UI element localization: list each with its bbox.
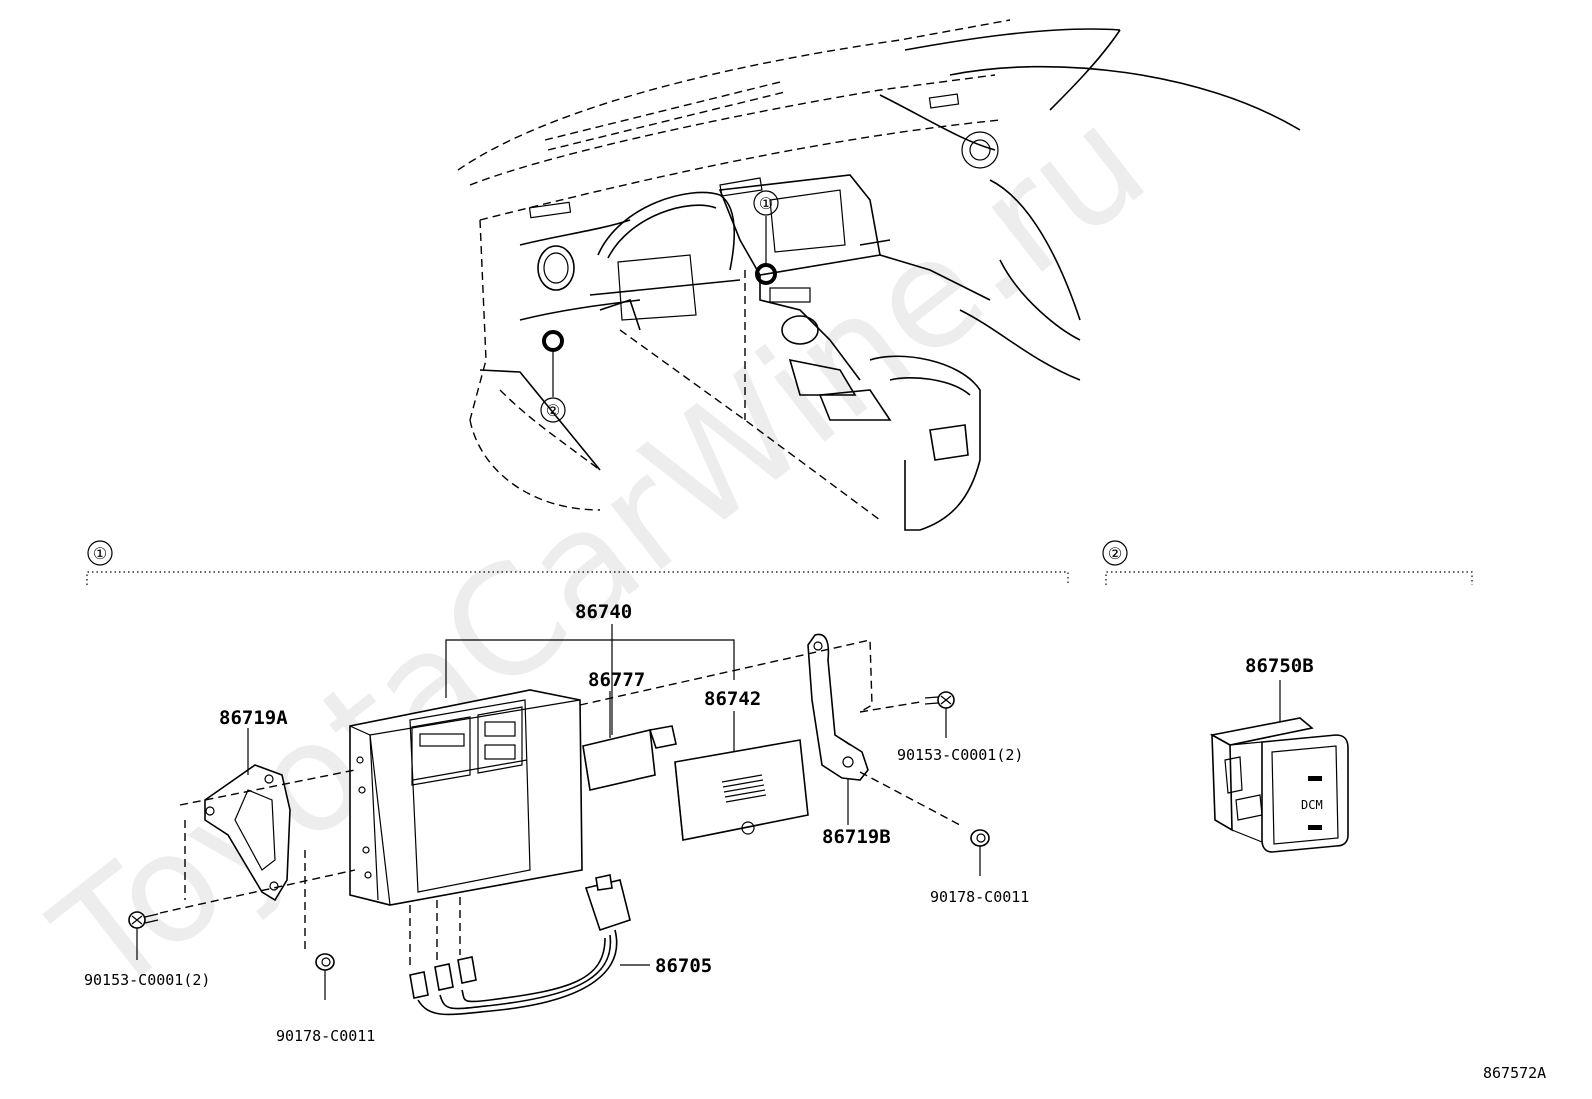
- leader-86740: [445, 624, 735, 735]
- part-label-86719B: 86719B: [822, 826, 891, 848]
- fastener-label-screw-right: 90153-C0001(2): [897, 746, 1023, 764]
- part-label-86705: 86705: [655, 955, 712, 977]
- section-1-bracket: [86, 540, 1069, 585]
- cover-86742: [674, 711, 809, 841]
- screw-right-icon: [924, 691, 955, 738]
- part-label-86777: 86777: [588, 669, 645, 691]
- dcm-switch-86750B: [1209, 680, 1349, 853]
- part-label-86742: 86742: [704, 688, 761, 710]
- section-1-marker: ①: [93, 544, 107, 563]
- part-label-86719A: 86719A: [219, 707, 288, 729]
- nut-right-icon: [970, 829, 990, 876]
- harness-86705: [409, 874, 650, 1016]
- screw-left-icon: [128, 911, 159, 960]
- fastener-label-nut-right: 90178-C0011: [930, 888, 1029, 906]
- fastener-label-nut-left: 90178-C0011: [276, 1027, 375, 1045]
- assembly-dashed-lines: [159, 639, 961, 970]
- bracket-86719A: [204, 728, 291, 902]
- dashboard-overview-drawing: [457, 19, 1301, 531]
- section-2-marker: ②: [1108, 544, 1122, 563]
- callout-1-marker: ①: [759, 194, 773, 213]
- section-2-bracket: [1102, 540, 1473, 585]
- dcm-unit-86740: [349, 689, 583, 906]
- illustration-code: 867572A: [1483, 1064, 1546, 1082]
- part-label-86740: 86740: [575, 601, 632, 623]
- bracket-86719B: [807, 633, 869, 825]
- nut-left-icon: [315, 953, 335, 1000]
- fastener-label-screw-left: 90153-C0001(2): [84, 971, 210, 989]
- module-86777: [582, 691, 677, 791]
- callout-2-marker: ②: [546, 401, 560, 420]
- dcm-switch-label: DCM: [1301, 798, 1323, 812]
- part-label-86750B: 86750B: [1245, 655, 1314, 677]
